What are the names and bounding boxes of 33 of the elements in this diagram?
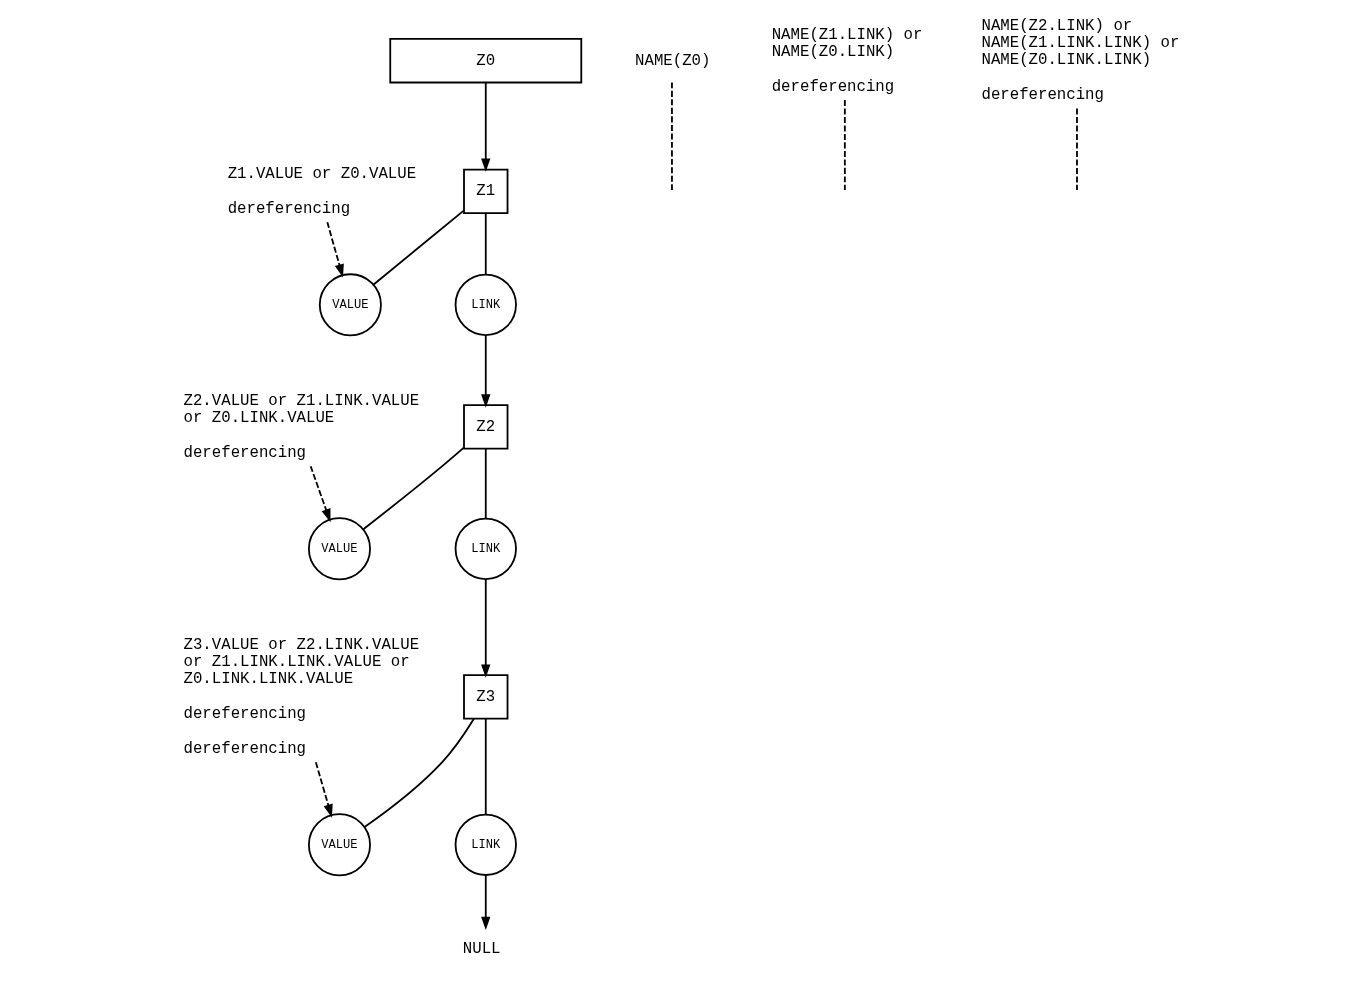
connector [372,209,465,286]
node-box: Z3 [463,674,509,720]
node-text: NULL [462,940,501,959]
node-box: Z0 [389,38,583,84]
connector [1076,107,1078,191]
node-circle: LINK [454,517,517,580]
arrow [326,221,344,278]
connector [364,717,475,828]
node-text: NAME(Z1.LINK) or NAME(Z0.LINK) dereferencing [771,25,923,96]
node-circle: LINK [454,813,517,876]
node-box: Z2 [463,404,509,450]
node-text: Z2.VALUE or Z1.LINK.VALUE or Z0.LINK.VALUE dereferencing [183,391,420,462]
arrow [481,81,491,172]
connector [362,446,465,531]
node-circle: VALUE [318,273,382,337]
node-text: NAME(Z0) [635,51,711,70]
node-text: NAME(Z2.LINK) or NAME(Z1.LINK.LINK) or NAME(Z0.LINK.LINK) dereferencing [981,17,1180,105]
connector [484,717,487,816]
node-circle: LINK [454,273,517,336]
node-text: Z3.VALUE or Z2.LINK.VALUE or Z1.LINK.LINK.VALUE or Z0.LINK.LINK.VALUE dereferencing dereferencing [183,635,420,758]
connector [484,212,487,276]
connector [671,81,673,191]
node-box: Z1 [463,168,509,214]
node-circle: VALUE [307,813,371,877]
arrow [314,761,333,818]
connector [484,447,487,520]
arrow [481,874,491,931]
node-circle: VALUE [307,517,371,581]
node-text: Z1.VALUE or Z0.VALUE dereferencing [227,164,417,218]
arrow [481,578,491,678]
arrow [481,334,491,408]
connector [843,99,846,191]
arrow [309,465,331,523]
